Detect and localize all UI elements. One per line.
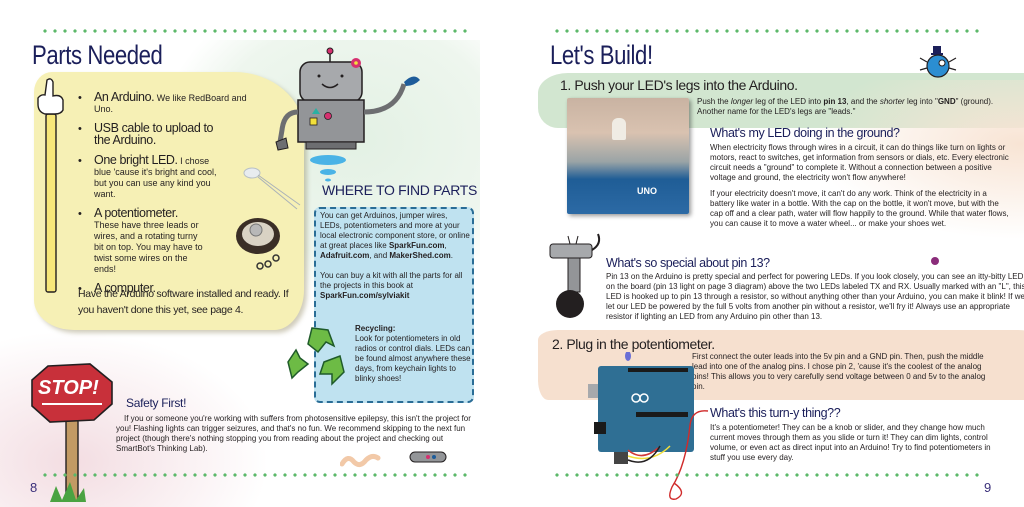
ground-text-1: When electricity flows through wires in … — [710, 143, 1009, 182]
background-haze — [812, 80, 1024, 240]
page-title: Let's Build! — [550, 40, 653, 70]
dotted-divider — [40, 473, 470, 477]
robot-illustration — [275, 47, 420, 182]
page-number: 9 — [984, 480, 992, 495]
makershed-link[interactable]: MakerShed.com — [389, 251, 451, 260]
turny-text: It's a potentiometer! They can be a knob… — [710, 423, 991, 462]
recycle-icon — [287, 327, 345, 386]
safety-text: If you or someone you're working with su… — [116, 414, 471, 453]
left-page: Parts Needed An Arduino. We like RedBoar… — [0, 0, 512, 507]
kit-link[interactable]: SparkFun.com/sylviakit — [320, 291, 410, 300]
led-image — [243, 167, 301, 210]
svg-text:STOP!: STOP! — [38, 377, 99, 399]
arduino-board-illustration — [588, 352, 694, 464]
stop-sign-illustration: STOP! — [31, 363, 113, 502]
ground-title: What's my LED doing in the ground? — [710, 126, 900, 140]
list-item: A potentiometer. These have three leads … — [76, 207, 204, 275]
pin13-title: What's so special about pin 13? — [606, 256, 770, 270]
list-item: An Arduino. We like RedBoard and Uno. — [76, 91, 266, 115]
dotted-divider — [40, 29, 470, 33]
pointing-hand-icon — [37, 78, 64, 293]
dotted-divider — [552, 473, 982, 477]
page-title: Parts Needed — [32, 40, 163, 70]
step2-title: 2. Plug in the potentiometer. — [552, 336, 715, 352]
safety-title: Safety First! — [126, 396, 187, 410]
page-number: 8 — [30, 480, 38, 495]
step2-text: First connect the outer leads into the 5… — [692, 352, 986, 391]
list-item: USB cable to upload to the Arduino. — [76, 122, 226, 147]
spider-illustration — [919, 46, 957, 78]
pin13-text: Pin 13 on the Arduino is pretty special … — [606, 272, 1024, 321]
list-item: One bright LED. I chose blue 'cause it's… — [76, 154, 226, 200]
potentiometer-image — [236, 218, 280, 270]
turny-title: What's this turn-y thing?? — [710, 406, 841, 420]
dotted-divider — [552, 29, 982, 33]
where-to-find-title: WHERE TO FIND PARTS — [322, 182, 478, 198]
robot-illustration — [549, 233, 601, 318]
recycling-text: Recycling: Look for potentiometers in ol… — [355, 324, 471, 383]
adafruit-link[interactable]: Adafruit.com — [320, 251, 370, 260]
pointer-line — [669, 410, 709, 500]
step1-text: Push the longer leg of the LED into pin … — [697, 97, 994, 116]
install-note: Have the Arduino software installed and … — [78, 288, 289, 316]
step1-title: 1. Push your LED's legs into the Arduino… — [560, 77, 798, 93]
ground-text-2: If your electricity doesn't move, it can… — [710, 189, 1009, 228]
sparkfun-link[interactable]: SparkFun.com — [388, 241, 445, 250]
where-to-find-text: You can get Arduinos, jumper wires, LEDs… — [320, 211, 470, 300]
led-in-arduino-photo: UNO — [567, 98, 689, 214]
worm-illustration — [340, 453, 381, 468]
parts-list: An Arduino. We like RedBoard and Uno. US… — [76, 91, 266, 303]
mini-robot-illustration — [409, 451, 447, 463]
right-page: Let's Build! 1. Push your LED's legs int… — [512, 0, 1024, 507]
list-item: A computer. — [76, 282, 266, 295]
bug-icon — [931, 257, 939, 265]
